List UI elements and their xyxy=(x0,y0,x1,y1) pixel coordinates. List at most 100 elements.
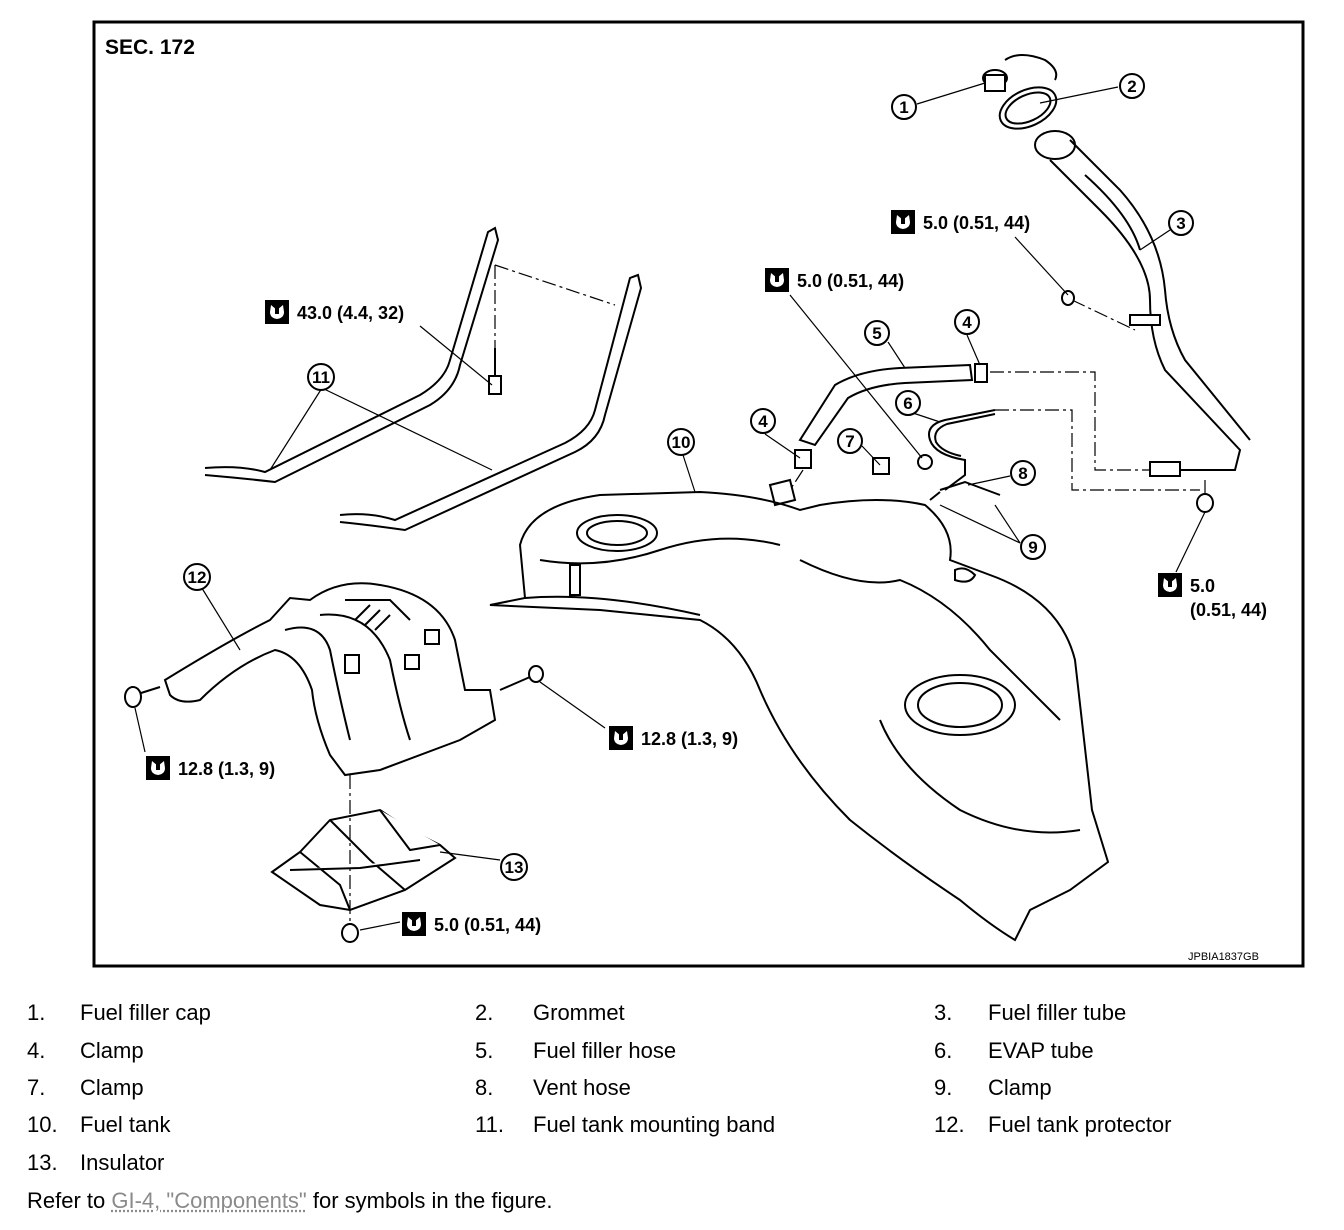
svg-text:7: 7 xyxy=(845,432,854,451)
legend-row: 13. Insulator xyxy=(0,1150,1344,1186)
legend-label: Fuel tank mounting band xyxy=(533,1112,776,1137)
legend-number: 7. xyxy=(27,1075,46,1100)
tank-nut xyxy=(1061,290,1214,513)
legend-label: Fuel filler cap xyxy=(80,1000,211,1025)
svg-text:11: 11 xyxy=(312,368,330,387)
band-bolt xyxy=(488,348,502,395)
legend-label: Clamp xyxy=(988,1075,1052,1100)
svg-text:(0.51, 44): (0.51, 44) xyxy=(1190,600,1267,620)
callout-4b: 4 xyxy=(954,309,980,335)
leader-lines xyxy=(134,82,1206,931)
torque-wrench-icon xyxy=(146,756,170,780)
insulator-nut xyxy=(341,923,359,943)
fuel-tank-mounting-band xyxy=(204,226,643,532)
legend-label: Clamp xyxy=(80,1038,144,1063)
callout-11: 11 xyxy=(307,363,335,391)
legend-number: 2. xyxy=(475,1000,494,1025)
legend-number: 13. xyxy=(27,1150,58,1175)
svg-text:8: 8 xyxy=(1018,464,1027,483)
legend-row: 7. Clamp 8. Vent hose 9. Clamp xyxy=(0,1075,1344,1111)
legend-number: 3. xyxy=(934,1000,953,1025)
legend-number: 12. xyxy=(934,1112,965,1137)
callout-6: 6 xyxy=(895,390,921,416)
evap-tube xyxy=(928,409,996,491)
fuel-filler-tube xyxy=(1034,130,1251,477)
callout-13: 13 xyxy=(500,853,528,881)
torque-label-2: 5.0 (0.51, 44) xyxy=(765,268,904,292)
fuel-filler-hose xyxy=(798,363,974,447)
svg-text:5.0: 5.0 xyxy=(1190,576,1215,596)
svg-text:12.8 (1.3, 9): 12.8 (1.3, 9) xyxy=(178,759,275,779)
legend-number: 9. xyxy=(934,1075,953,1100)
svg-text:1: 1 xyxy=(899,98,908,117)
fuel-tank xyxy=(489,478,1110,942)
vent-hose xyxy=(929,480,1001,501)
svg-text:5.0 (0.51, 44): 5.0 (0.51, 44) xyxy=(923,213,1030,233)
legend-number: 4. xyxy=(27,1038,46,1063)
insulator xyxy=(270,808,457,912)
callout-5: 5 xyxy=(864,320,890,346)
svg-text:9: 9 xyxy=(1028,538,1037,557)
legend-label: Fuel tank xyxy=(80,1112,171,1137)
legend-label: EVAP tube xyxy=(988,1038,1094,1063)
legend-label: Fuel tank protector xyxy=(988,1112,1172,1137)
fuel-filler-cap xyxy=(982,54,1058,92)
svg-text:6: 6 xyxy=(903,394,912,413)
legend-label: Grommet xyxy=(533,1000,625,1025)
legend-number: 6. xyxy=(934,1038,953,1063)
clamp-7 xyxy=(872,454,933,475)
torque-label-4: 5.0 (0.51, 44) xyxy=(1158,573,1267,620)
clamps-4 xyxy=(794,363,988,469)
legend-row: 4. Clamp 5. Fuel filler hose 6. EVAP tub… xyxy=(0,1038,1344,1074)
note-prefix: Refer to xyxy=(27,1188,112,1213)
svg-text:12.8 (1.3, 9): 12.8 (1.3, 9) xyxy=(641,729,738,749)
legend-row: 1. Fuel filler cap 2. Grommet 3. Fuel fi… xyxy=(0,1000,1344,1036)
fuel-tank-protector xyxy=(163,582,497,777)
torque-label-5: 12.8 (1.3, 9) xyxy=(609,726,738,750)
legend-label: Fuel filler tube xyxy=(988,1000,1127,1025)
legend-label: Fuel filler hose xyxy=(533,1038,677,1063)
torque-wrench-icon xyxy=(402,912,426,936)
legend-number: 5. xyxy=(475,1038,494,1063)
legend-row: 10. Fuel tank 11. Fuel tank mounting ban… xyxy=(0,1112,1344,1148)
components-link[interactable]: GI-4, "Components" xyxy=(111,1188,307,1213)
torque-wrench-icon xyxy=(1158,573,1182,597)
callout-10: 10 xyxy=(667,428,695,456)
torque-label-1: 5.0 (0.51, 44) xyxy=(891,210,1030,234)
torque-label-6: 12.8 (1.3, 9) xyxy=(146,756,275,780)
svg-text:13: 13 xyxy=(505,858,524,877)
exploded-diagram: SEC. 172 JPBIA1837GB xyxy=(92,20,1305,968)
callout-12: 12 xyxy=(183,563,211,591)
note-suffix: for symbols in the figure. xyxy=(306,1188,553,1213)
legend-label: Vent hose xyxy=(533,1075,631,1100)
band-dash-lines xyxy=(494,264,616,348)
svg-text:5.0 (0.51, 44): 5.0 (0.51, 44) xyxy=(434,915,541,935)
symbols-note: Refer to GI-4, "Components" for symbols … xyxy=(27,1188,553,1214)
svg-text:4: 4 xyxy=(758,412,768,431)
torque-wrench-icon xyxy=(891,210,915,234)
svg-text:4: 4 xyxy=(962,313,972,332)
legend-label: Insulator xyxy=(80,1150,165,1175)
callout-1: 1 xyxy=(891,94,917,120)
svg-text:3: 3 xyxy=(1176,214,1185,233)
protector-bolt-right xyxy=(499,665,544,691)
callout-9: 9 xyxy=(1020,534,1046,560)
figure-frame xyxy=(92,20,1305,968)
svg-text:5.0 (0.51, 44): 5.0 (0.51, 44) xyxy=(797,271,904,291)
torque-label-7: 5.0 (0.51, 44) xyxy=(402,912,541,936)
callout-2: 2 xyxy=(1119,73,1145,99)
legend-number: 8. xyxy=(475,1075,494,1100)
legend-number: 1. xyxy=(27,1000,46,1025)
svg-text:12: 12 xyxy=(188,568,207,587)
legend-label: Clamp xyxy=(80,1075,144,1100)
hose-dash-lines xyxy=(789,299,1206,495)
legend-number: 11. xyxy=(475,1112,504,1137)
svg-text:10: 10 xyxy=(672,433,691,452)
callout-7: 7 xyxy=(837,428,863,454)
torque-wrench-icon xyxy=(609,726,633,750)
section-label: SEC. 172 xyxy=(105,36,195,59)
torque-wrench-icon xyxy=(265,300,289,324)
callout-4a: 4 xyxy=(750,408,776,434)
grommet xyxy=(998,86,1058,130)
svg-text:43.0 (4.4, 32): 43.0 (4.4, 32) xyxy=(297,303,404,323)
